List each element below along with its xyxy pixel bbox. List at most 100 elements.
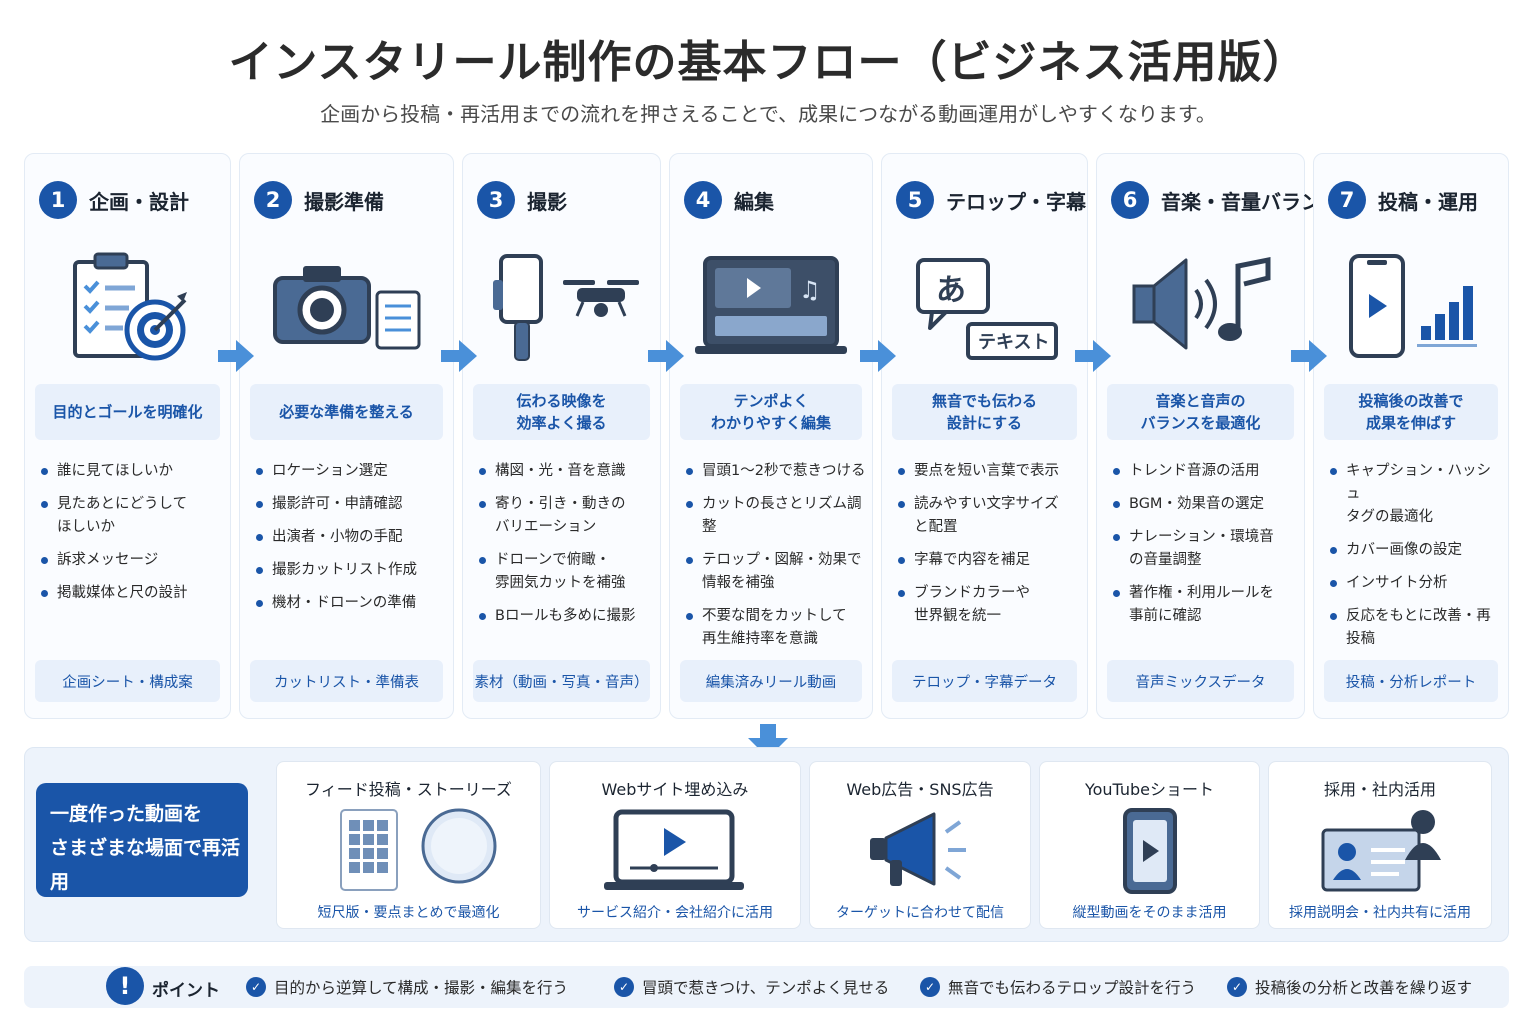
step-number: 6 — [1111, 181, 1149, 219]
bullet-item: BGM・効果音の選定 — [1111, 493, 1298, 516]
reuse-card-title: Web広告・SNS広告 — [846, 780, 994, 799]
points-bar — [24, 966, 1509, 1008]
step-number: 2 — [254, 181, 292, 219]
bullet-item: 見たあとにどうして ほしいか — [39, 493, 224, 539]
step-number: 4 — [684, 181, 722, 219]
bullet-item: 掲載媒体と尺の設計 — [39, 582, 224, 605]
bullet-item: 出演者・小物の手配 — [254, 526, 447, 549]
phone-chart-icon — [1314, 250, 1508, 368]
step-goal: 伝わる映像を 効率よく撮る — [473, 384, 650, 440]
bullet-item: ロケーション選定 — [254, 460, 447, 483]
flow-arrow-right-icon — [441, 340, 477, 372]
point-item: ✓目的から逆算して構成・撮影・編集を行う — [246, 976, 568, 998]
step-title: 撮影 — [527, 189, 567, 214]
megaphone-icon — [810, 806, 1030, 896]
step-bullets: 冒頭1〜2秒で惹きつける カットの長さとリズム調整 テロップ・図解・効果で 情報… — [684, 460, 866, 661]
flow-arrow-right-icon — [648, 340, 684, 372]
bullet-item: 要点を短い言葉で表示 — [896, 460, 1081, 483]
step-output: 企画シート・構成案 — [35, 660, 220, 702]
clipboard-target-icon — [25, 250, 230, 368]
exclamation-icon: ! — [106, 967, 144, 1005]
reuse-card-ads: Web広告・SNS広告 ターゲットに合わせて配信 — [809, 761, 1031, 929]
feed-grid-icon — [277, 806, 540, 896]
step-output: 投稿・分析レポート — [1324, 660, 1498, 702]
reuse-card-title: フィード投稿・ストーリーズ — [305, 780, 512, 799]
step-bullets: キャプション・ハッシュ タグの最適化 カバー画像の設定 インサイト分析 反応をも… — [1328, 460, 1502, 661]
point-text: 投稿後の分析と改善を繰り返す — [1255, 979, 1473, 997]
bullet-item: 不要な間をカットして 再生維持率を意識 — [684, 605, 866, 651]
bullet-item: トレンド音源の活用 — [1111, 460, 1298, 483]
step-title: 編集 — [734, 189, 774, 214]
step-title: 撮影準備 — [304, 189, 384, 214]
check-icon: ✓ — [246, 977, 266, 997]
step-number: 3 — [477, 181, 515, 219]
step-output: 素材（動画・写真・音声） — [473, 660, 650, 702]
reuse-label: 一度作った動画を さまざまな場面で再活用 — [36, 783, 248, 897]
step-bullets: 要点を短い言葉で表示 読みやすい文字サイズ と配置 字幕で内容を補足 ブランドカ… — [896, 460, 1081, 638]
reuse-card-website: Webサイト埋め込み サービス紹介・会社紹介に活用 — [549, 761, 801, 929]
svg-text:あ: あ — [936, 273, 966, 308]
presentation-person-icon — [1269, 806, 1491, 896]
step-goal: テンポよく わかりやすく編集 — [680, 384, 862, 440]
flow-arrow-down-icon — [748, 724, 788, 758]
bullet-item: 反応をもとに改善・再投稿 — [1328, 605, 1502, 651]
reuse-card-title: Webサイト埋め込み — [601, 780, 749, 799]
bullet-item: 誰に見てほしいか — [39, 460, 224, 483]
bullet-item: 字幕で内容を補足 — [896, 549, 1081, 572]
points-label: ポイント — [152, 981, 220, 1001]
bullet-item: 機材・ドローンの準備 — [254, 592, 447, 615]
reuse-card-title: YouTubeショート — [1084, 780, 1215, 799]
bullet-item: 冒頭1〜2秒で惹きつける — [684, 460, 866, 483]
bullet-item: ブランドカラーや 世界観を統一 — [896, 582, 1081, 628]
reuse-card-caption: 採用説明会・社内共有に活用 — [1289, 905, 1471, 921]
laptop-play-icon — [550, 806, 800, 896]
step-output: 音声ミックスデータ — [1107, 660, 1294, 702]
flow-arrow-right-icon — [1075, 340, 1111, 372]
step-title: 企画・設計 — [89, 189, 189, 214]
bullet-item: 著作権・利用ルールを 事前に確認 — [1111, 582, 1298, 628]
bullet-item: ナレーション・環境音 の音量調整 — [1111, 526, 1298, 572]
bullet-item: カバー画像の設定 — [1328, 539, 1502, 562]
page-title: インスタリール制作の基本フロー（ビジネス活用版） — [228, 37, 1308, 88]
step-title: テロップ・字幕 — [946, 189, 1086, 214]
laptop-editor-icon: ♫ — [670, 250, 872, 368]
reuse-card-caption: ターゲットに合わせて配信 — [836, 905, 1004, 921]
step-output: カットリスト・準備表 — [250, 660, 443, 702]
step-goal: 音楽と音声の バランスを最適化 — [1107, 384, 1294, 440]
reuse-card-caption: サービス紹介・会社紹介に活用 — [577, 905, 773, 921]
reuse-card-caption: 短尺版・要点まとめで最適化 — [317, 905, 500, 921]
point-text: 冒頭で惹きつけ、テンポよく見せる — [642, 979, 890, 997]
check-icon: ✓ — [920, 977, 940, 997]
step-card-2: 2 撮影準備 必要な準備を整える ロケーション選定 撮影許可・申請確認 出演者・小… — [239, 153, 454, 719]
bullet-item: 撮影許可・申請確認 — [254, 493, 447, 516]
reuse-card-feed: フィード投稿・ストーリーズ 短尺版・要点まとめで最適化 — [276, 761, 541, 929]
check-icon: ✓ — [1227, 977, 1247, 997]
point-item: ✓ 冒頭で惹きつけ、テンポよく見せる — [614, 976, 889, 998]
check-icon: ✓ — [614, 977, 634, 997]
step-title: 投稿・運用 — [1378, 189, 1478, 214]
step-card-4: 4 編集 ♫ テンポよく わかりやすく編集 冒頭1〜2秒で惹きつける カットの長さ… — [669, 153, 873, 719]
step-output: 編集済みリール動画 — [680, 660, 862, 702]
gimbal-drone-icon — [463, 250, 660, 368]
camera-checklist-icon — [240, 250, 453, 368]
bullet-item: Bロールも多めに撮影 — [477, 605, 654, 628]
bullet-item: 読みやすい文字サイズ と配置 — [896, 493, 1081, 539]
reuse-card-title: 採用・社内活用 — [1323, 780, 1436, 799]
step-output: テロップ・字幕データ — [892, 660, 1077, 702]
step-goal: 必要な準備を整える — [250, 384, 443, 440]
bullet-item: カットの長さとリズム調整 — [684, 493, 866, 539]
step-goal: 目的とゴールを明確化 — [35, 384, 220, 440]
reuse-card-youtube: YouTubeショート 縦型動画をそのまま活用 — [1039, 761, 1260, 929]
bullet-item: 訴求メッセージ — [39, 549, 224, 572]
reuse-card-recruit: 採用・社内活用 採用説明会・社内共有に活用 — [1268, 761, 1492, 929]
bullet-item: 構図・光・音を意識 — [477, 460, 654, 483]
step-number: 7 — [1328, 181, 1366, 219]
flow-arrow-right-icon — [218, 340, 254, 372]
bullet-item: ドローンで俯瞰・ 雰囲気カットを補強 — [477, 549, 654, 595]
phone-play-icon — [1040, 806, 1259, 896]
text-bubble-icon: あ テキスト — [882, 250, 1087, 368]
